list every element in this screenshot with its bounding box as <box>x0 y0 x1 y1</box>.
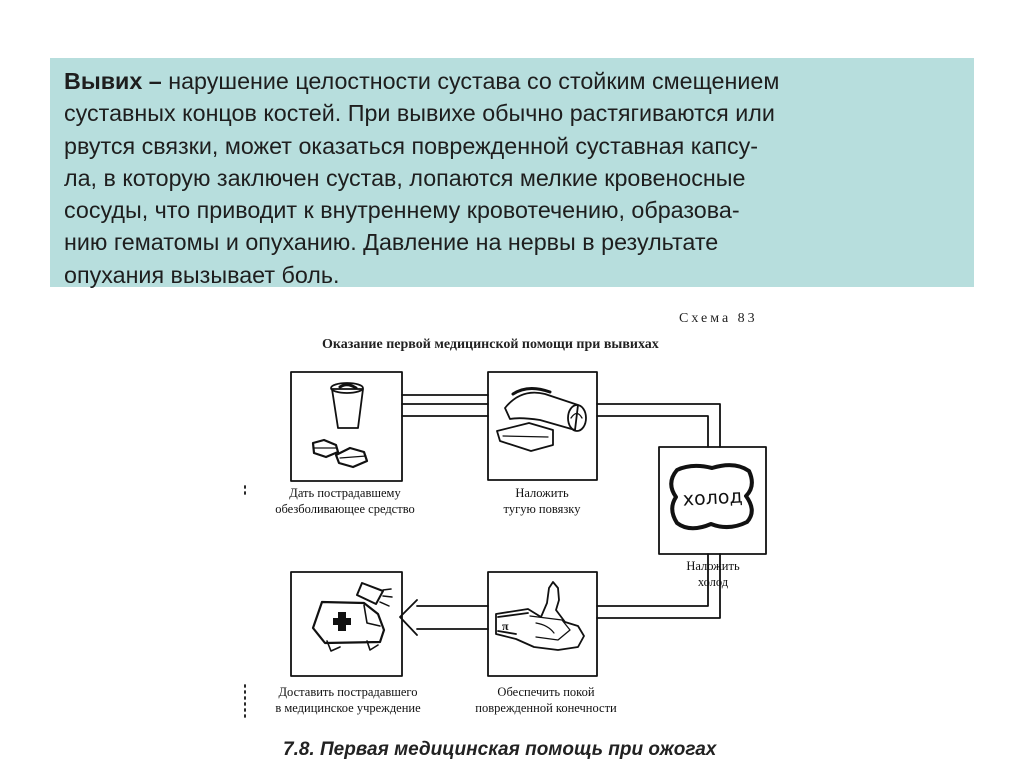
immobilized-limb-icon <box>495 581 585 651</box>
definition-line: опухания вызывает боль. <box>64 261 340 288</box>
definition-line: нарушение целостности сустава со стойким… <box>161 68 780 94</box>
definition-line: суставных концов костей. При вывихе обыч… <box>64 100 775 127</box>
definition-line: рвутся связки, может оказаться поврежден… <box>64 132 759 159</box>
definition-line: сосуды, что приводит к внутреннему крово… <box>64 197 740 224</box>
step-label-bandage: Наложить тугую повязку <box>503 486 581 516</box>
step-label-ambulance: Доставить пострадавшего в медицинское уч… <box>275 685 421 715</box>
ambulance-cross-vertical <box>338 612 346 631</box>
definition-line: нию гематомы и опуханию. Давление на нер… <box>64 229 719 256</box>
definition-line: ла, в которую заключен сустав, лопаются … <box>64 164 746 191</box>
splint-mark: π <box>502 619 509 633</box>
step-box-ambulance <box>290 571 403 677</box>
step-box-painkiller <box>290 371 403 482</box>
next-section-heading: 7.8. Первая медицинская помощь при ожога… <box>283 739 717 760</box>
step-label-painkiller: Дать пострадавшему обезболивающее средст… <box>275 486 415 516</box>
ambulance-icon <box>311 582 393 652</box>
bandage-roll-icon <box>496 387 587 452</box>
cold-pack-label: холод <box>682 485 743 510</box>
painkiller-icon <box>311 382 369 469</box>
connector-arrow <box>399 394 721 636</box>
step-label-cold: Наложить холод <box>686 559 740 589</box>
scheme-title: Оказание первой медицинской помощи при в… <box>322 337 659 352</box>
step-box-cold <box>658 446 767 555</box>
step-label-rest: Обеспечить покой поврежденной конечности <box>475 685 617 715</box>
cold-pack-icon <box>669 463 754 531</box>
step-box-rest <box>487 571 598 677</box>
definition-box: Вывих – нарушение целостности сустава со… <box>50 58 974 288</box>
scheme-number: Схема 83 <box>679 311 758 326</box>
definition-term: Вывих – <box>64 68 162 94</box>
step-box-bandage <box>487 371 598 481</box>
